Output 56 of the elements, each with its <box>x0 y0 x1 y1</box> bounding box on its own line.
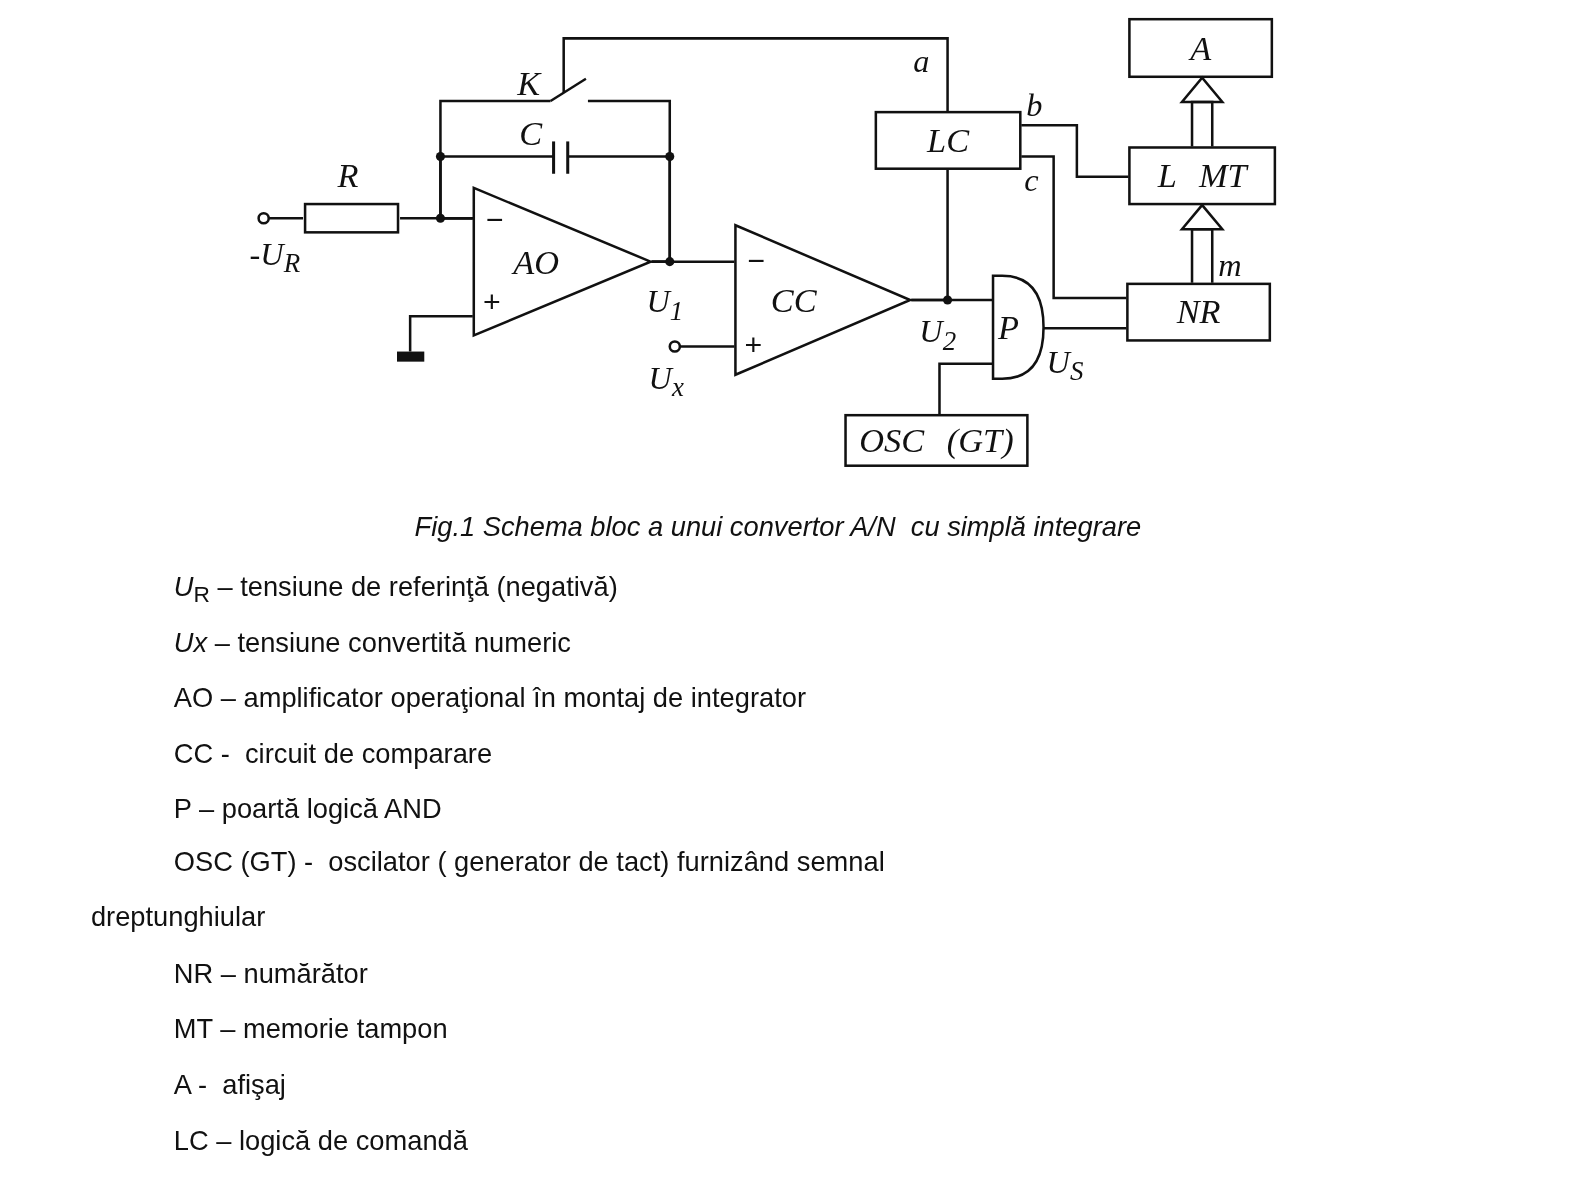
symbol-label: R <box>337 158 359 193</box>
symbol-label: C <box>519 117 543 152</box>
input-sign: + <box>482 286 501 318</box>
definition-text: MT – memorie tampon <box>172 1013 449 1047</box>
definition-text: U$_{R}$ – tensiune de referinţă (negativă) <box>172 570 619 610</box>
ground-symbol <box>397 351 425 362</box>
symbol-label: LC <box>925 123 971 158</box>
op-amp-symbol <box>734 224 912 376</box>
symbol-label: L MT <box>1156 158 1250 193</box>
symbol-label: OSC (GT) <box>858 423 1015 458</box>
input-sign: + <box>744 329 763 360</box>
wire <box>408 314 473 352</box>
wire <box>268 216 304 220</box>
signal-label: a <box>913 44 930 77</box>
signal-label: U$_{S}$ <box>1046 345 1084 385</box>
wire <box>1043 327 1127 330</box>
wire <box>1021 124 1129 179</box>
definition-text: P – poartă logică AND <box>172 793 443 827</box>
block-box <box>1128 18 1273 78</box>
symbol-label: -U$_{R}$ <box>249 237 301 277</box>
signal-label: U$_{1}$ <box>646 284 684 325</box>
wire <box>1021 155 1127 300</box>
wire <box>651 260 735 263</box>
wire <box>439 99 551 220</box>
wire <box>911 169 949 302</box>
symbol-label: A <box>1187 30 1213 66</box>
symbol-label: U$_{x}$ <box>648 361 684 402</box>
input-sign: − <box>485 205 504 236</box>
input-sign: − <box>747 245 766 276</box>
signal-label: b <box>1026 88 1043 122</box>
bus-arrow <box>1180 76 1224 148</box>
definition-text: OSC (GT) - oscilator ( generator de tact) furnizând semnal dreptunghiular <box>90 845 886 935</box>
block-box <box>1126 282 1271 342</box>
wire <box>938 362 992 415</box>
block-box <box>844 414 1029 467</box>
wire <box>562 37 949 112</box>
signal-label: m <box>1218 248 1242 281</box>
symbol-label: AO <box>513 245 559 280</box>
definition-text: LC – logică de comandă <box>172 1124 469 1158</box>
definition-text: CC - circuit de comparare <box>172 737 494 771</box>
and-gate-symbol <box>992 274 1045 380</box>
symbol-label: K <box>517 66 541 101</box>
definition-text: NR – numărător <box>172 957 369 991</box>
symbol-label: NR <box>1175 295 1222 330</box>
definition-text: Ux – tensiune convertită numeric <box>172 626 572 660</box>
definition-text: A - afişaj <box>172 1068 287 1103</box>
signal-label: U$_{2}$ <box>919 315 957 355</box>
symbol-label: CC <box>770 283 817 319</box>
definition-text: AO – amplificator operaţional în montaj de integrator <box>172 681 807 716</box>
signal-label: c <box>1024 163 1039 196</box>
symbol-label: P <box>998 311 1020 346</box>
block-box <box>874 111 1022 170</box>
bus-arrow <box>1180 203 1224 285</box>
wire <box>679 345 735 348</box>
block-box <box>1128 146 1276 206</box>
figure-caption: Fig.1 Schema bloc a unui convertor A/N cu simplă integrare <box>414 512 1142 543</box>
